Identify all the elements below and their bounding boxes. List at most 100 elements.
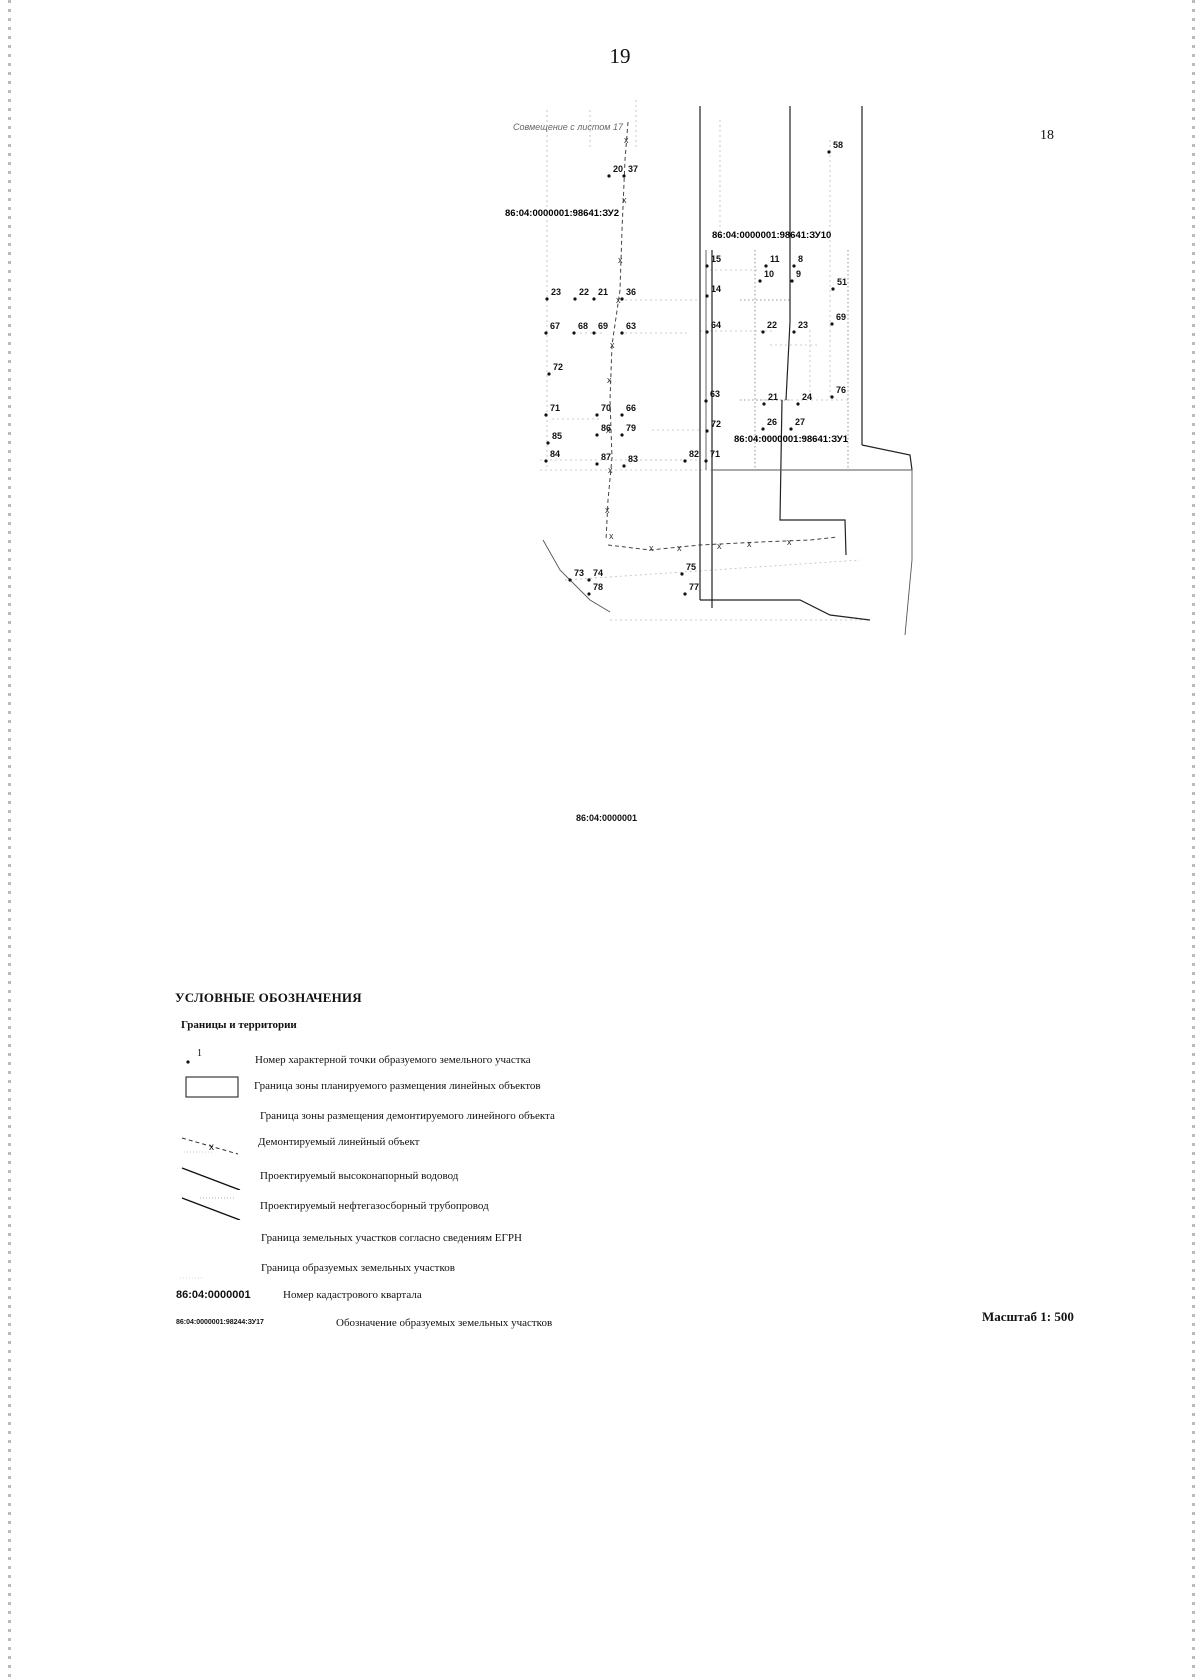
boundary-point-label: 70 — [601, 403, 611, 413]
boundary-point-dot — [595, 433, 599, 437]
demolished-line-x-mark: x — [609, 531, 614, 541]
demolished-line-x-mark: x — [610, 340, 615, 350]
boundary-point-label: 63 — [710, 389, 720, 399]
boundary-point-label: 72 — [711, 419, 721, 429]
legend-label: Обозначение образуемых земельных участко… — [336, 1317, 553, 1329]
boundary-point-dot — [592, 297, 596, 301]
page-number: 19 — [609, 44, 631, 68]
boundary-point-dot — [622, 464, 626, 468]
scan-right-edge — [1192, 0, 1195, 1678]
boundary-point-label: 78 — [593, 582, 603, 592]
boundary-point-label: 84 — [550, 449, 560, 459]
boundary-point-dot — [595, 413, 599, 417]
boundary-point-dot — [620, 413, 624, 417]
boundary-point-label: 36 — [626, 287, 636, 297]
demolished-line-x-mark: x — [622, 195, 627, 205]
boundary-point-dot — [592, 331, 596, 335]
boundary-point-label: 73 — [574, 568, 584, 578]
boundary-point-label: 22 — [579, 287, 589, 297]
legend-item-parcel-code: 86:04:0000001:98244:ЗУ17 Обозначение обр… — [172, 1311, 692, 1337]
boundary-point-label: 23 — [798, 320, 808, 330]
legend-item-quarter: 86:04:0000001 Номер кадастрового квартал… — [172, 1283, 692, 1309]
demolished-line-x-mark: x — [624, 135, 629, 145]
boundary-point-label: 83 — [628, 454, 638, 464]
boundary-point-label: 72 — [553, 362, 563, 372]
boundary-point-label: 87 — [601, 452, 611, 462]
boundary-point-dot — [758, 279, 762, 283]
legend-label: Проектируемый нефтегазосборный трубопров… — [260, 1200, 489, 1212]
boundary-point-label: 79 — [626, 423, 636, 433]
boundary-point-dot — [547, 372, 551, 376]
demolished-line-x-mark: x — [787, 537, 792, 547]
boundary-point-label: 11 — [770, 254, 780, 264]
boundary-point-dot — [572, 331, 576, 335]
boundary-point-dot — [568, 578, 572, 582]
boundary-point-dot — [544, 459, 548, 463]
boundary-point-label: 86 — [601, 423, 611, 433]
legend-label: Граница зоны размещения демонтируемого л… — [260, 1110, 555, 1122]
boundary-point-label: 24 — [802, 392, 812, 402]
boundary-point-label: 63 — [626, 321, 636, 331]
boundary-point-label: 10 — [764, 269, 774, 279]
boundary-point-label: 20 — [613, 164, 623, 174]
boundary-point-dot — [546, 441, 550, 445]
boundary-point-label: 85 — [552, 431, 562, 441]
legend-quarter-code: 86:04:0000001 — [176, 1289, 251, 1301]
boundary-point-label: 8 — [798, 254, 803, 264]
boundary-point-dot — [587, 592, 591, 596]
boundary-point-label: 51 — [837, 277, 847, 287]
demolish-zone-symbol — [172, 1104, 242, 1130]
legend-item-point: 1 Номер характерной точки образуемого зе… — [172, 1048, 692, 1074]
boundary-point-dot — [620, 331, 624, 335]
parcel-label-zu2: 86:04:0000001:98641:ЗУ2 — [505, 208, 619, 219]
boundary-point-dot — [705, 264, 709, 268]
legend-item-egrn: Граница земельных участков согласно свед… — [172, 1226, 692, 1252]
boundary-point-dot — [595, 462, 599, 466]
boundary-point-label: 58 — [833, 140, 843, 150]
boundary-point-dot — [704, 459, 708, 463]
boundary-point-label: 27 — [795, 417, 805, 427]
boundary-point-dot — [761, 330, 765, 334]
legend-label: Граница зоны планируемого размещения лин… — [254, 1080, 541, 1092]
demolished-line-x-mark: x — [606, 425, 611, 435]
boundary-point-dot — [683, 459, 687, 463]
boundary-point-label: 21 — [768, 392, 778, 402]
formed-boundary-symbol — [180, 1277, 202, 1279]
boundary-point-dot — [607, 174, 611, 178]
boundary-point-label: 9 — [796, 269, 801, 279]
boundary-point-dot — [680, 572, 684, 576]
boundary-point-label: 66 — [626, 403, 636, 413]
boundary-point-label: 22 — [767, 320, 777, 330]
boundary-point-label: 74 — [593, 568, 603, 578]
point-symbol — [186, 1060, 190, 1064]
boundary-point-label: 14 — [711, 284, 721, 294]
legend-item-oil-pipe: Проектируемый нефтегазосборный трубопров… — [172, 1194, 692, 1220]
demolished-line-x-mark: x — [605, 505, 610, 515]
boundary-point-label: 21 — [598, 287, 608, 297]
egrn-boundary-symbol — [172, 1226, 242, 1252]
legend-item-demolish-zone: Граница зоны размещения демонтируемого л… — [172, 1104, 692, 1130]
boundary-point-dot — [620, 297, 624, 301]
demolished-line-symbol: x — [181, 1137, 239, 1155]
boundary-point-dot — [792, 264, 796, 268]
legend-item-formed: Граница образуемых земельных участков — [172, 1256, 692, 1282]
boundary-point-dot — [762, 402, 766, 406]
legend-label: Номер характерной точки образуемого земе… — [255, 1054, 531, 1066]
boundary-point-dot — [831, 287, 835, 291]
boundary-point-label: 68 — [578, 321, 588, 331]
boundary-point-dot — [827, 150, 831, 154]
legend-label: Проектируемый высоконапорный водовод — [260, 1170, 459, 1182]
boundary-point-label: 15 — [711, 254, 721, 264]
legend-item-water-pipe: Проектируемый высоконапорный водовод — [172, 1164, 692, 1190]
parcel-label-zu10: 86:04:0000001:98641:ЗУ10 — [712, 230, 831, 241]
legend-label: Граница образуемых земельных участков — [261, 1262, 455, 1274]
zone-boundary-symbol — [185, 1076, 239, 1098]
boundary-point-dot — [705, 294, 709, 298]
legend-point-sample: 1 — [197, 1048, 202, 1059]
boundary-point-dot — [545, 297, 549, 301]
oil-pipe-symbol — [181, 1197, 241, 1220]
boundary-point-dot — [796, 402, 800, 406]
boundary-point-dot — [705, 330, 709, 334]
